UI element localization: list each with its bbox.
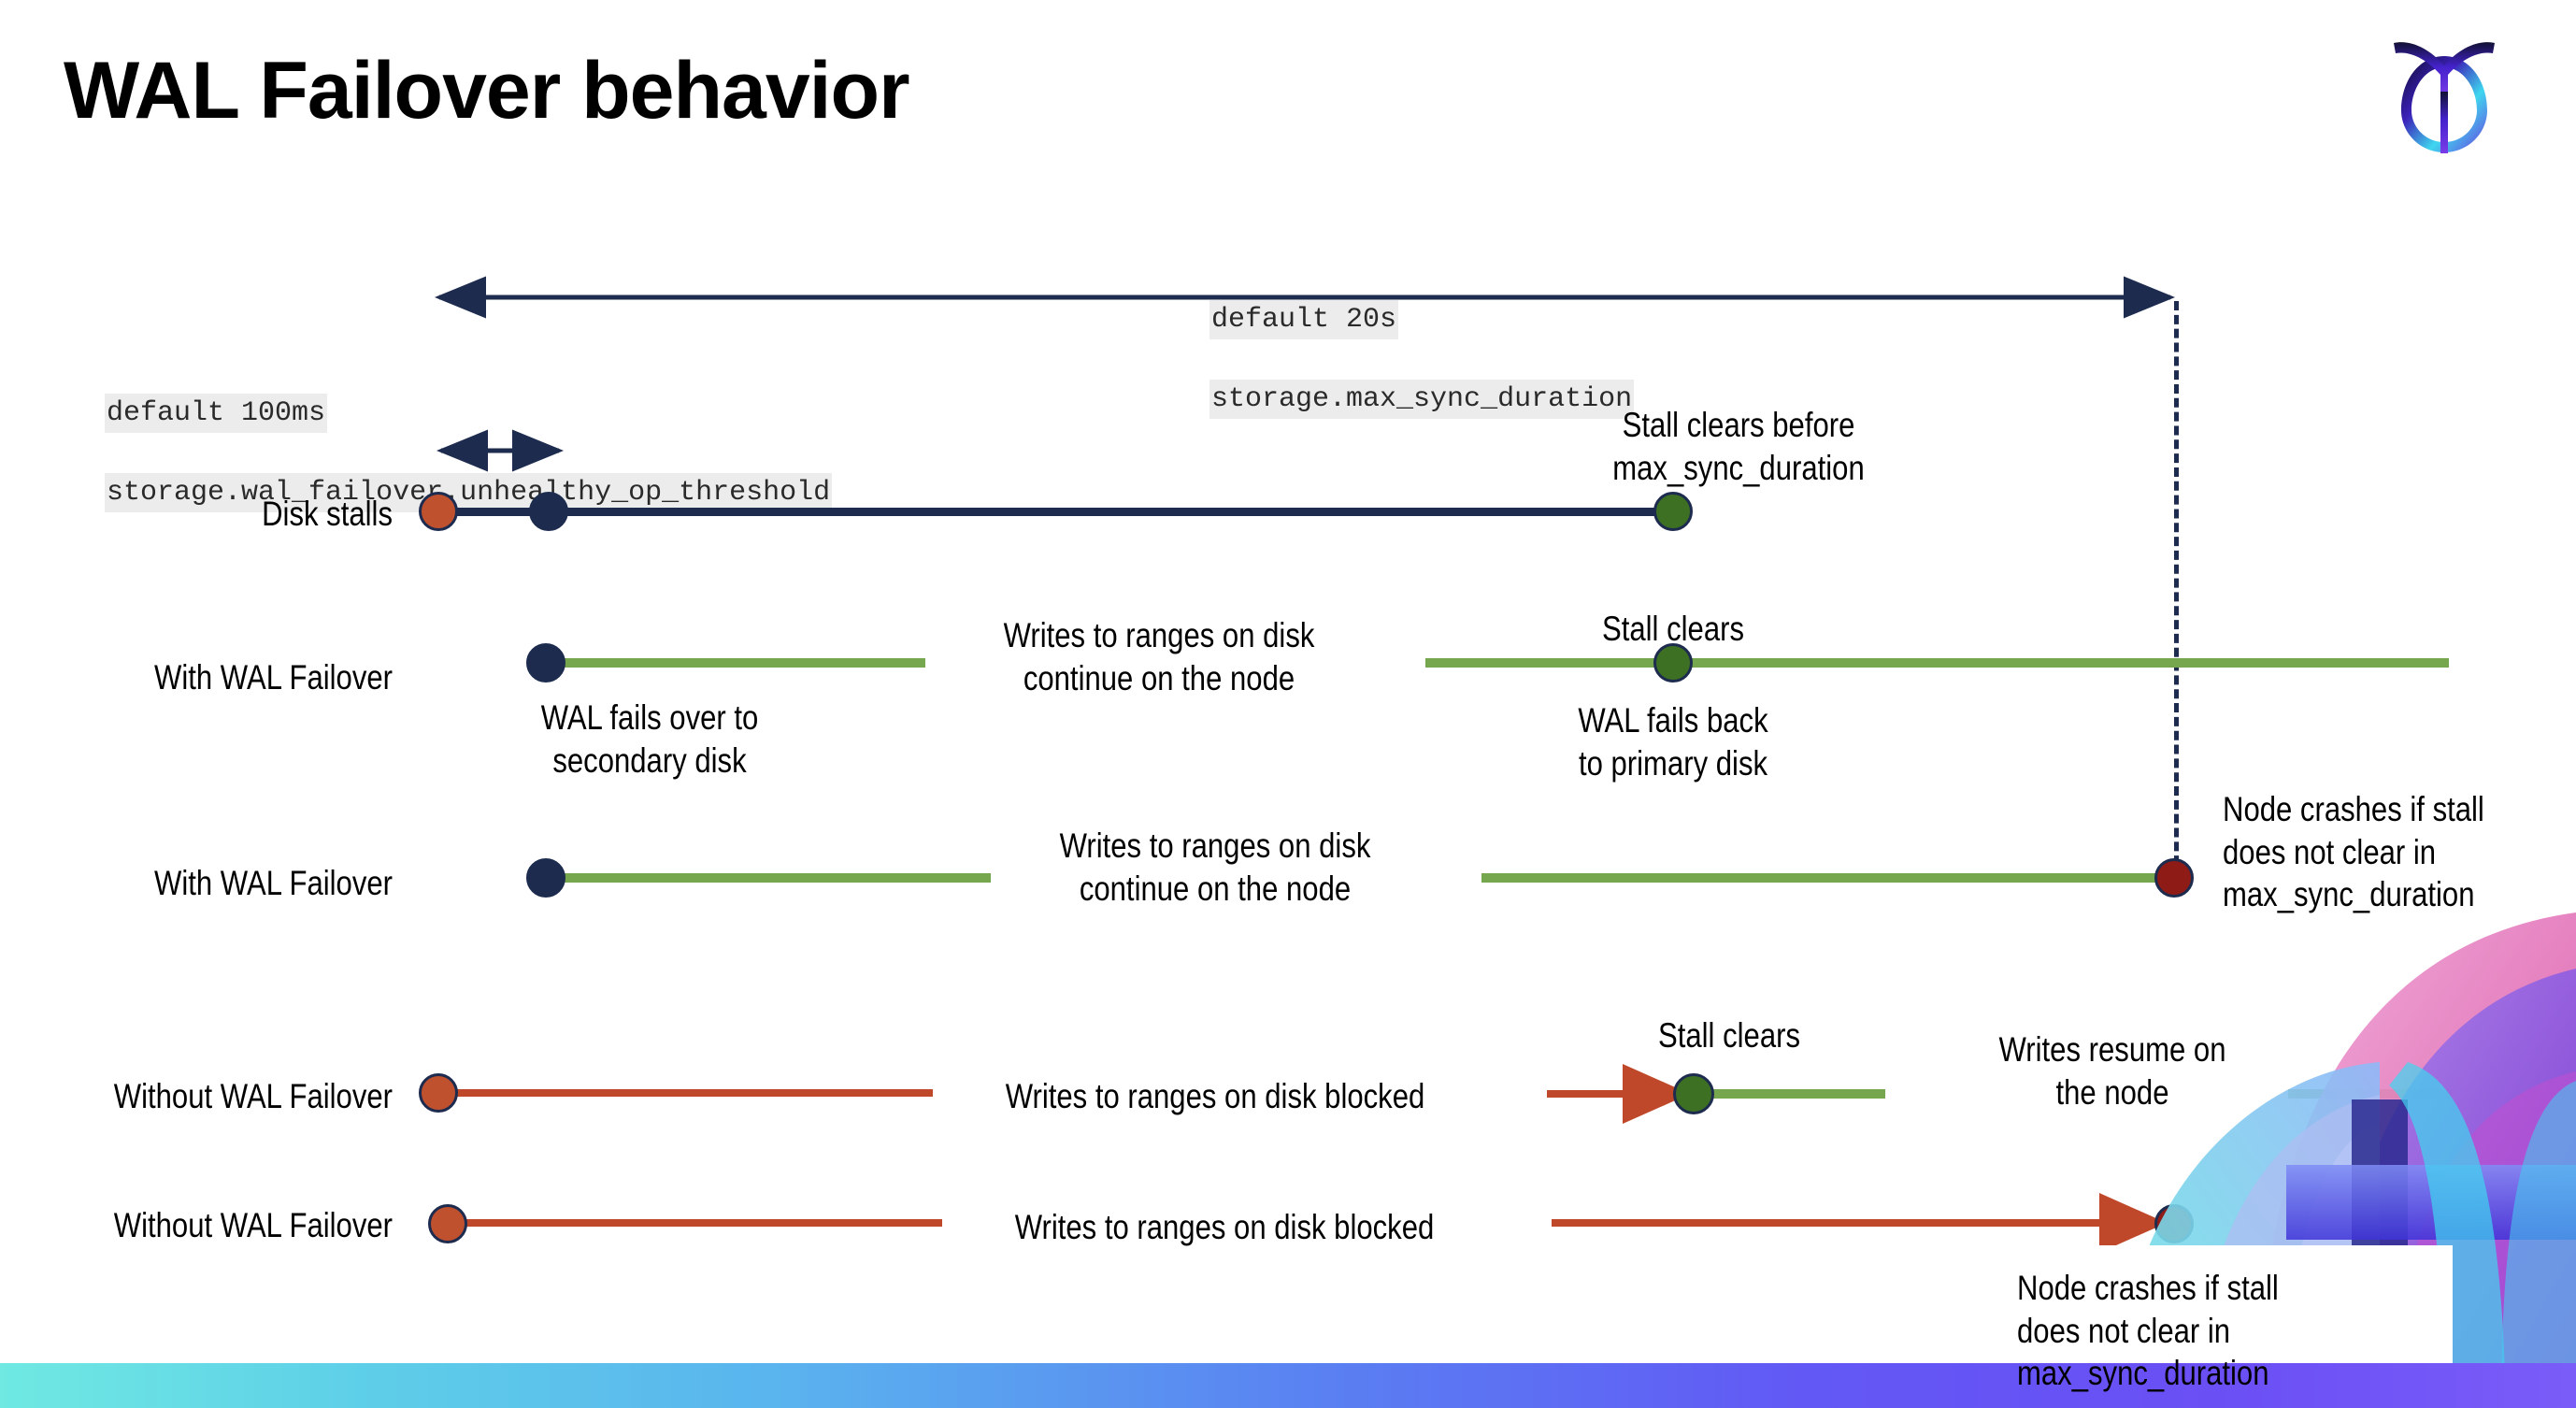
row-label-disk-stalls: Disk stalls (262, 495, 393, 533)
disk-stall-start-dot-row5 (428, 1204, 467, 1243)
max-sync-default-label: default 20s (1209, 299, 1399, 340)
disk-stalls-timeline (447, 508, 1681, 516)
disk-stall-start-dot (419, 492, 458, 531)
stall-clears-dot-row2 (1653, 643, 1693, 682)
stall-clears-dot-row1 (1653, 492, 1693, 531)
node-crash-dot-row5 (2154, 1204, 2194, 1243)
row3-green-segment-left (542, 873, 991, 883)
wal-fails-over-dot-row3 (526, 858, 565, 898)
row4-green-segment-far (2288, 1089, 2452, 1099)
stall-clears-dot-row4 (1673, 1073, 1714, 1114)
stall-clears-note-row2: Stall clears (1601, 610, 1744, 648)
writes-continue-note-row3: Writes to ranges on disk continue on the… (1059, 826, 1371, 908)
stall-clears-before-note: Stall clears before max_sync_duration (1612, 406, 1865, 487)
wal-fails-over-dot-row2 (526, 643, 565, 682)
unhealthy-op-threshold-annotation: default 100ms storage.wal_failover.unhea… (37, 353, 833, 553)
writes-blocked-note-row5: Writes to ranges on disk blocked (1014, 1208, 1435, 1246)
row4-green-segment (1694, 1089, 1885, 1099)
row-label-with-wal-failover-2: With WAL Failover (153, 864, 393, 902)
writes-continue-note-row2: Writes to ranges on disk continue on the… (1003, 616, 1315, 697)
stall-clears-note-row4: Stall clears (1657, 1016, 1800, 1055)
node-crashes-note-row3: Node crashes if stall does not clear in … (2223, 790, 2484, 913)
unhealthy-setting-label: storage.wal_failover.unhealthy_op_thresh… (105, 472, 833, 513)
cockroachdb-logo (2388, 28, 2500, 164)
row-label-without-wal-failover-1: Without WAL Failover (113, 1077, 394, 1115)
bottom-gradient-bar (0, 1363, 2576, 1408)
wal-fails-over-note-row2: WAL fails over to secondary disk (540, 698, 759, 780)
row-label-with-wal-failover-1: With WAL Failover (153, 658, 393, 697)
disk-stall-start-dot-row4 (419, 1073, 458, 1113)
row-label-without-wal-failover-2: Without WAL Failover (113, 1206, 394, 1244)
node-crash-dot-row3 (2154, 858, 2194, 898)
unhealthy-default-label: default 100ms (105, 393, 328, 434)
max-sync-duration-dashed-guide (2174, 301, 2179, 879)
wal-failover-trigger-dot-row1 (529, 492, 568, 531)
row4-red-segment (447, 1089, 933, 1097)
max-sync-duration-annotation: default 20s storage.max_sync_duration (1142, 260, 1635, 459)
row2-green-segment-left (542, 658, 925, 668)
row2-green-segment-right (1425, 658, 2449, 668)
page-title: WAL Failover behavior (64, 46, 910, 136)
row3-green-segment-right (1481, 873, 2173, 883)
max-sync-setting-label: storage.max_sync_duration (1209, 379, 1635, 420)
writes-resume-note-row4: Writes resume on the node (1998, 1030, 2226, 1112)
wal-fails-back-note-row2: WAL fails back to primary disk (1578, 701, 1768, 783)
row5-red-segment (456, 1219, 942, 1227)
node-crashes-note-row5: Node crashes if stall does not clear in … (2017, 1269, 2279, 1392)
writes-blocked-note-row4: Writes to ranges on disk blocked (1005, 1077, 1425, 1115)
